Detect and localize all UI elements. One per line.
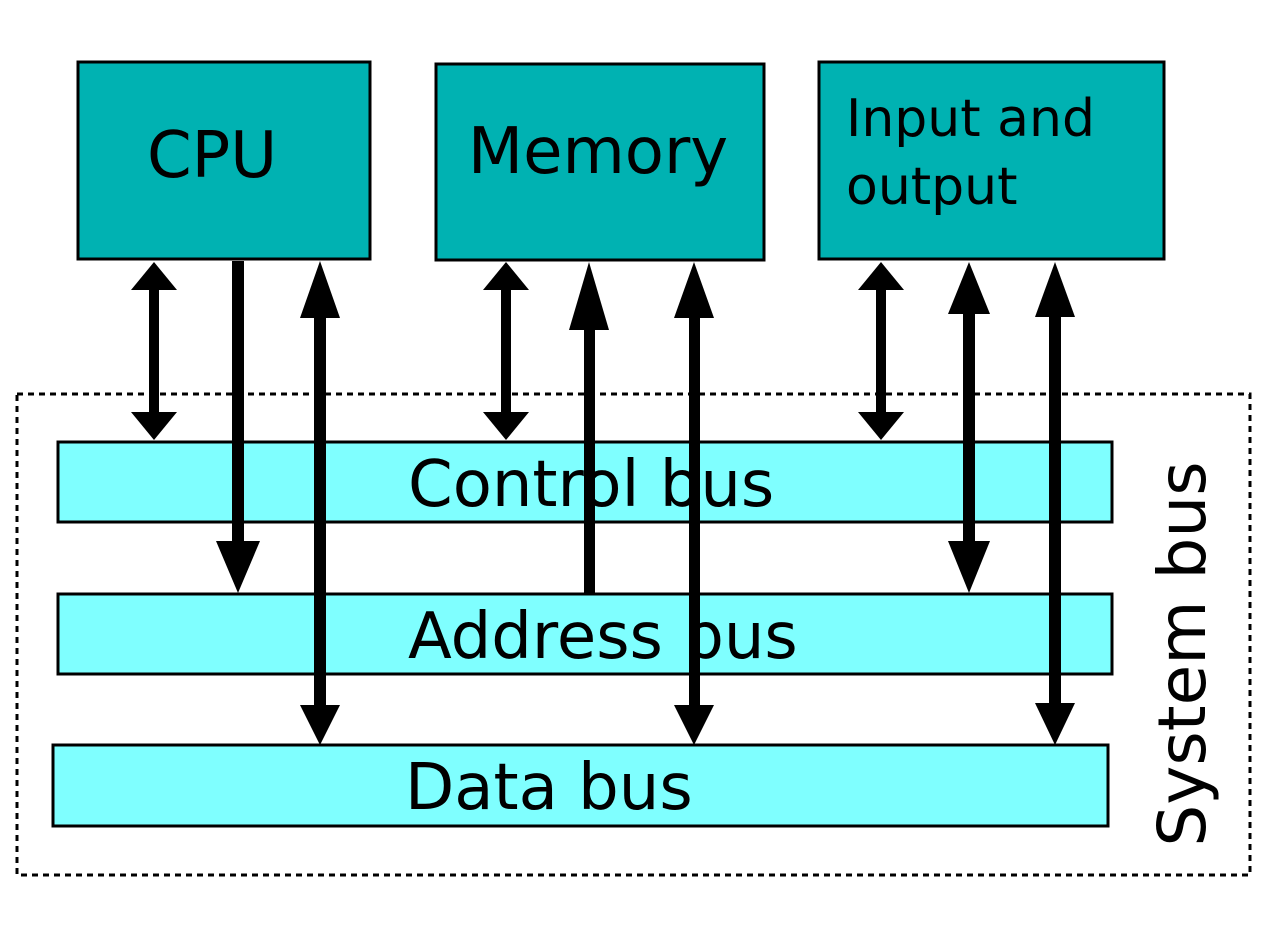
memory-box [434,62,766,262]
io-box [817,60,1166,261]
io-control-arrow [858,262,904,440]
cpu-address-arrow [216,261,260,593]
io-label-line1: Input and [846,89,1095,149]
control-bus-label: Control bus [408,448,774,522]
data-bus-label: Data bus [405,751,693,825]
address-memory-arrow [569,262,609,594]
memory-label: Memory [468,115,728,189]
address-bus-label: Address bus [408,600,798,674]
io-address-arrow [948,262,990,593]
cpu-data-arrow [300,261,340,745]
cpu-label: CPU [147,119,277,193]
cpu-control-arrow [131,262,177,440]
memory-control-arrow [483,262,529,440]
memory-data-arrow [674,262,714,745]
system-bus-label: System bus [1144,461,1221,846]
cpu-box [76,60,372,261]
address-bus-bar [56,592,1114,676]
io-label-line2: output [846,157,1018,217]
io-data-arrow [1035,262,1075,745]
system-bus-boundary [15,392,1252,877]
data-bus-bar [51,743,1110,828]
